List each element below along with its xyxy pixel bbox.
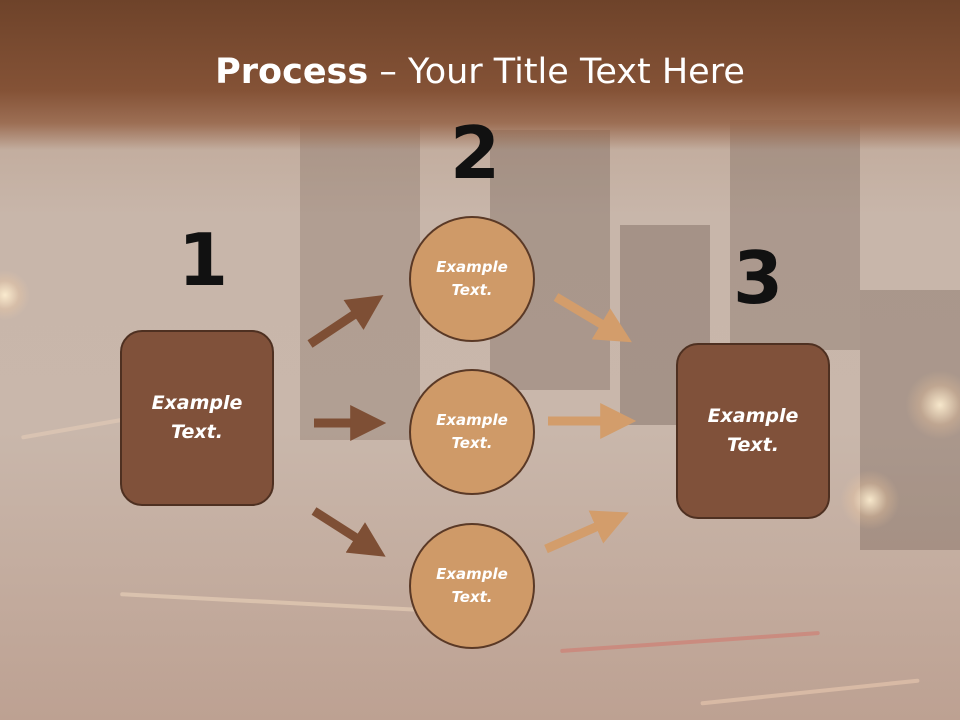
step-2-circle-top-label: Example Text. [436,258,508,299]
arrow-bottom-to-3 [544,510,629,554]
step-3-box[interactable]: Example Text. [676,343,830,519]
title-rest: – Your Title Text Here [368,52,745,92]
step-1-label: Example Text. [151,392,243,443]
step-2-circle-middle[interactable]: Example Text. [409,369,535,495]
step-3-number: 3 [733,236,784,320]
arrow-top-to-3 [553,293,632,343]
step-2-circle-top[interactable]: Example Text. [409,216,535,342]
title-bold: Process [215,52,369,92]
step-2-circle-bottom[interactable]: Example Text. [409,523,535,649]
step-2-circle-middle-label: Example Text. [436,411,508,452]
arrow-1-to-top [307,295,384,348]
slide-title: Process – Your Title Text Here [0,52,960,92]
arrow-1-to-bottom [311,507,386,557]
step-1-number: 1 [178,218,229,302]
step-3-label: Example Text. [707,405,799,456]
title-bar [0,0,960,150]
step-2-circle-bottom-label: Example Text. [436,565,508,606]
step-2-number: 2 [450,111,501,195]
step-1-box[interactable]: Example Text. [120,330,274,506]
